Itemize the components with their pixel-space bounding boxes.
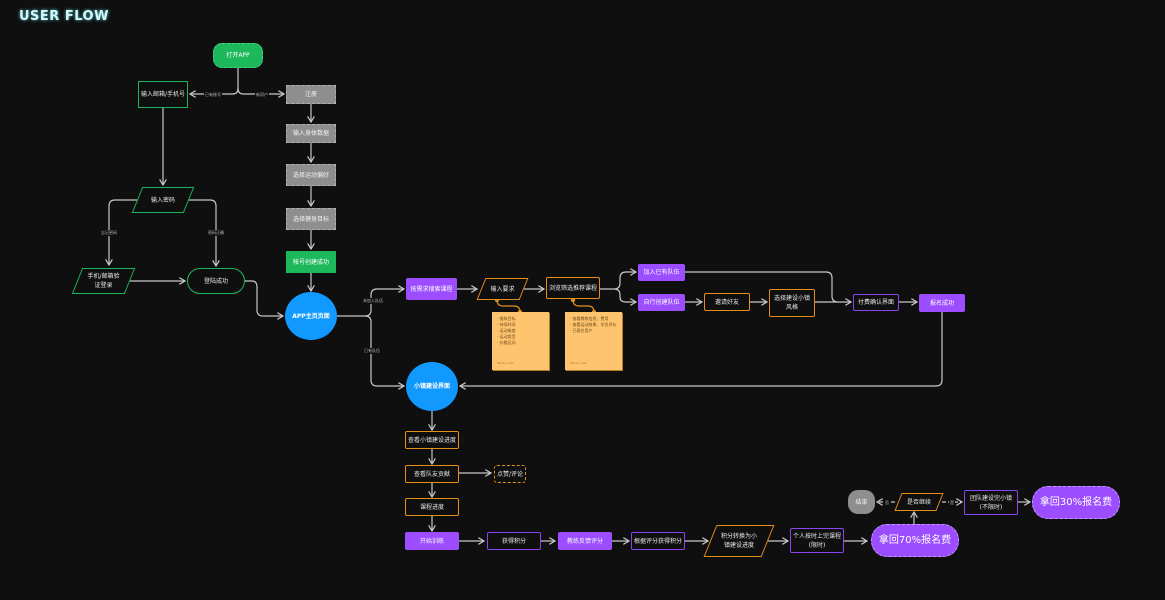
edge-label-new-user: 新用户	[255, 92, 269, 98]
node-invite-friends[interactable]: 邀请好友	[704, 293, 750, 311]
node-enter-body-data[interactable]: 输入身体数据	[286, 124, 336, 143]
node-continue-question-label: 是否继续	[906, 498, 931, 506]
node-like-comment[interactable]: 点赞/评论	[494, 465, 526, 483]
node-select-sport-pref[interactable]: 选择运动偏好	[286, 164, 336, 186]
node-refund-70[interactable]: 拿回70%报名费	[871, 524, 959, 557]
node-select-fitness-goal[interactable]: 选择健身目标	[286, 208, 336, 230]
sticky-item: · 查看运动效果、学员评价	[570, 322, 617, 327]
node-payment-confirm[interactable]: 付费确认界面	[853, 294, 899, 311]
sticky-item: · 锻炼目标	[497, 316, 516, 321]
node-town-build[interactable]: 小镇建设界面	[406, 362, 458, 411]
node-enter-password-label: 输入密码	[150, 196, 175, 204]
sticky-item: · 查看教练信息、费用	[570, 316, 609, 321]
node-continue-question[interactable]: 是否继续	[894, 493, 944, 511]
node-app-home[interactable]: APP主页页面	[285, 292, 337, 340]
page-title: USER FLOW	[19, 9, 109, 24]
node-create-team[interactable]: 自行创建队伍	[638, 294, 685, 311]
sticky-note-course-info: · 查看教练信息、费用 · 查看运动效果、学员评价 · 已报名用户 Sticky…	[565, 312, 622, 370]
edge-label-no: 否	[884, 500, 890, 506]
sticky-item: · 持续时间	[497, 322, 516, 327]
node-end[interactable]: 结束	[848, 490, 875, 514]
sticky-footer: Sticky note	[570, 361, 587, 365]
sticky-item: · 价格区间	[497, 340, 516, 345]
sticky-item: · 运动类型	[497, 334, 516, 339]
node-login-success[interactable]: 登陆成功	[187, 268, 245, 294]
node-phone-email-login[interactable]: 手机/邮箱验 证登录	[71, 268, 136, 294]
node-join-team[interactable]: 加入已有队伍	[638, 264, 685, 281]
node-get-points[interactable]: 获得积分	[487, 532, 541, 550]
node-points-by-score[interactable]: 根据评分获得积分	[631, 532, 685, 550]
node-browse-courses[interactable]: 浏览筛选推荐课程	[546, 277, 600, 299]
node-enter-requirements-label: 输入要求	[490, 285, 515, 293]
edge-open-to-split	[190, 68, 239, 94]
edge-label-yes: 是	[949, 500, 955, 506]
node-open-app[interactable]: 打开APP	[213, 43, 263, 68]
node-phone-email-login-label: 手机/邮箱验 证登录	[87, 273, 120, 289]
sticky-item: · 运动难度	[497, 328, 516, 333]
edge-label-not-in-team: 未加入队伍	[362, 298, 384, 304]
node-enter-requirements[interactable]: 输入要求	[476, 278, 529, 300]
edge-label-has-team: 已有队伍	[363, 348, 381, 354]
edge-label-has-account: 已有账号	[204, 92, 222, 98]
node-search-course[interactable]: 按需求搜索课程	[406, 278, 457, 300]
sticky-footer: Sticky note	[497, 361, 514, 365]
edge-split-to-register	[237, 87, 284, 94]
node-select-town-style[interactable]: 选择建设小镇 风格	[769, 289, 815, 317]
node-enter-password[interactable]: 输入密码	[131, 187, 195, 213]
node-enter-email-phone[interactable]: 输入邮箱/手机号	[138, 81, 188, 108]
node-points-to-progress[interactable]: 积分转换为小 镇建设进度	[703, 525, 775, 557]
sticky-note-requirements: · 锻炼目标 · 持续时间 · 运动难度 · 运动类型 · 价格区间 Stick…	[492, 312, 549, 370]
edge-label-forgot-password: 忘记密码	[100, 230, 118, 236]
node-course-progress[interactable]: 课程进度	[405, 498, 459, 516]
node-register[interactable]: 注册	[286, 85, 336, 104]
node-finish-on-time[interactable]: 个人按时上完课程 (限时)	[790, 528, 844, 553]
sticky-item: · 已报名用户	[570, 328, 593, 333]
node-start-training[interactable]: 开始训练	[405, 532, 459, 550]
node-coach-feedback[interactable]: 教练反馈评分	[558, 532, 612, 550]
node-account-created[interactable]: 帐号创建成功	[286, 251, 336, 273]
node-view-team-contrib[interactable]: 查看队友贡献	[405, 465, 459, 483]
node-view-town-progress[interactable]: 查看小镇建设进度	[405, 431, 459, 449]
node-team-finish-town[interactable]: 团队建设完小镇 (不限时)	[964, 490, 1018, 515]
edge-label-password-correct: 密码正确	[207, 230, 225, 236]
node-points-to-progress-label: 积分转换为小 镇建设进度	[720, 533, 757, 549]
node-refund-30[interactable]: 拿回30%报名费	[1032, 486, 1120, 519]
node-signup-success[interactable]: 报名成功	[919, 294, 965, 312]
